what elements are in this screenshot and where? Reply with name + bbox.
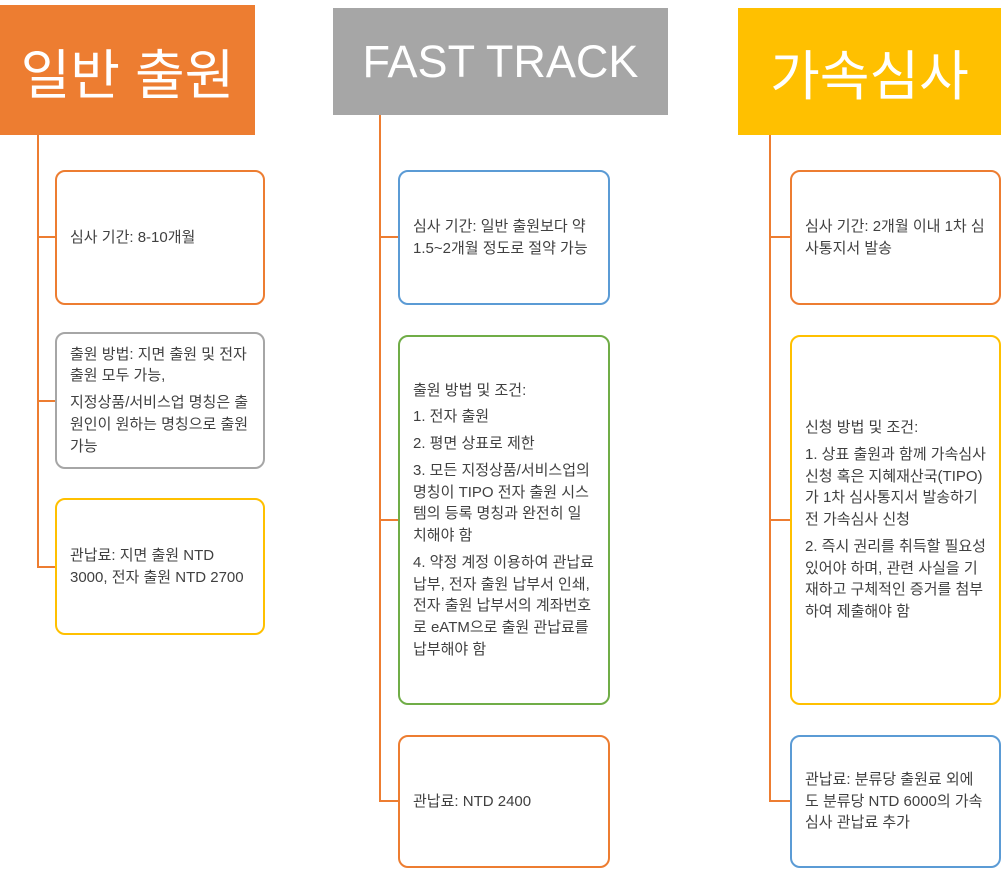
connector-line bbox=[379, 115, 381, 802]
text-line: 지정상품/서비스업 명칭은 출원인이 원하는 명칭으로 출원 가능 bbox=[70, 394, 249, 455]
box-text: 심사 기간: 2개월 이내 1차 심사통지서 발송 bbox=[805, 211, 986, 265]
connector-stub bbox=[769, 800, 790, 802]
box-text: 신청 방법 및 조건: 1. 상표 출원과 함께 가속심사 신청 혹은 지혜재산국… bbox=[805, 412, 986, 628]
connector-stub bbox=[37, 236, 55, 238]
text-line: 심사 기간: 8-10개월 bbox=[70, 228, 196, 246]
text-line: 1. 상표 출원과 함께 가속심사 신청 혹은 지혜재산국(TIPO)가 1차 … bbox=[805, 445, 986, 529]
text-line: 출원 방법: 지면 출원 및 전자 출원 모두 가능, bbox=[70, 345, 247, 385]
box-text: 관납료: 지면 출원 NTD 3000, 전자 출원 NTD 2700 bbox=[70, 540, 250, 594]
box-official-fee-fast-track: 관납료: NTD 2400 bbox=[398, 735, 610, 868]
box-exam-period-fast-track: 심사 기간: 일반 출원보다 약 1.5~2개월 정도로 절약 가능 bbox=[398, 170, 610, 305]
box-request-method-accelerated: 신청 방법 및 조건: 1. 상표 출원과 함께 가속심사 신청 혹은 지혜재산국… bbox=[790, 335, 1001, 705]
box-application-method-fast-track: 출원 방법 및 조건: 1. 전자 출원 2. 평면 상표로 제한 3. 모든 지정상… bbox=[398, 335, 610, 705]
text-line: 4. 약정 계정 이용하여 관납료 납부, 전자 출원 납부서 인쇄, 전자 출… bbox=[413, 553, 594, 658]
connector-line bbox=[769, 135, 771, 802]
text-line: 관납료: 분류당 출원료 외에도 분류당 NTD 6000의 가속심사 관납료 … bbox=[805, 770, 983, 832]
connector-stub bbox=[379, 800, 398, 802]
header-fast-track: FAST TRACK bbox=[333, 8, 668, 115]
header-accelerated-examination: 가속심사 bbox=[738, 8, 1001, 135]
connector-stub bbox=[37, 400, 55, 402]
connector-stub bbox=[379, 519, 398, 521]
connector-line bbox=[37, 135, 39, 567]
text-line: 2. 평면 상표로 제한 bbox=[413, 435, 535, 452]
text-line: 출원 방법 및 조건: bbox=[413, 381, 527, 399]
connector-stub bbox=[37, 566, 55, 568]
box-text: 심사 기간: 일반 출원보다 약 1.5~2개월 정도로 절약 가능 bbox=[413, 211, 595, 265]
text-line: 심사 기간: 2개월 이내 1차 심사통지서 발송 bbox=[805, 217, 985, 257]
connector-stub bbox=[769, 519, 790, 521]
text-line: 심사 기간: 일반 출원보다 약 1.5~2개월 정도로 절약 가능 bbox=[413, 217, 588, 257]
box-text: 출원 방법 및 조건: 1. 전자 출원 2. 평면 상표로 제한 3. 모든 지정상… bbox=[413, 375, 595, 666]
box-exam-period-general: 심사 기간: 8-10개월 bbox=[55, 170, 265, 305]
box-application-method-general: 출원 방법: 지면 출원 및 전자 출원 모두 가능, 지정상품/서비스업 명칭은… bbox=[55, 332, 265, 469]
text-line: 1. 전자 출원 bbox=[413, 408, 490, 426]
box-official-fee-accelerated: 관납료: 분류당 출원료 외에도 분류당 NTD 6000의 가속심사 관납료 … bbox=[790, 735, 1001, 868]
box-exam-period-accelerated: 심사 기간: 2개월 이내 1차 심사통지서 발송 bbox=[790, 170, 1001, 305]
box-text: 관납료: NTD 2400 bbox=[413, 786, 595, 818]
box-text: 관납료: 분류당 출원료 외에도 분류당 NTD 6000의 가속심사 관납료 … bbox=[805, 764, 986, 839]
connector-stub bbox=[769, 236, 790, 238]
text-line: 3. 모든 지정상품/서비스업의 명칭이 TIPO 전자 출원 시스템의 등록 … bbox=[413, 461, 590, 544]
box-text: 심사 기간: 8-10개월 bbox=[70, 222, 250, 254]
box-official-fee-general: 관납료: 지면 출원 NTD 3000, 전자 출원 NTD 2700 bbox=[55, 498, 265, 635]
header-general-application: 일반 출원 bbox=[0, 5, 255, 135]
text-line: 관납료: NTD 2400 bbox=[413, 792, 532, 810]
text-line: 신청 방법 및 조건: bbox=[805, 419, 919, 437]
text-line: 관납료: 지면 출원 NTD 3000, 전자 출원 NTD 2700 bbox=[70, 546, 244, 586]
box-text: 출원 방법: 지면 출원 및 전자 출원 모두 가능, 지정상품/서비스업 명칭은… bbox=[70, 339, 250, 463]
text-line: 2. 즉시 권리를 취득할 필요성 있어야 하며, 관련 사실을 기재하고 구체… bbox=[805, 537, 986, 621]
connector-stub bbox=[379, 236, 398, 238]
